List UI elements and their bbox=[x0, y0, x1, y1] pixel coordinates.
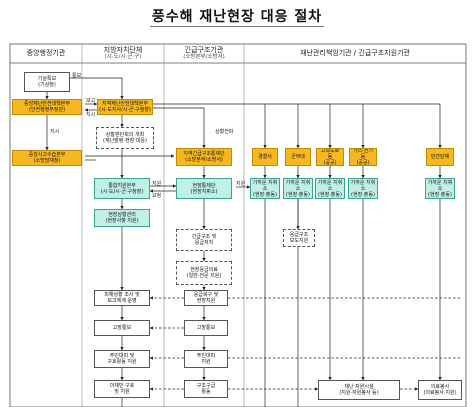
edge-label-report: 보고 bbox=[86, 98, 96, 104]
node-field-post-2: 가까운 지휘소(현장·출동) bbox=[283, 178, 313, 199]
node-military: 군부대 bbox=[285, 148, 311, 166]
edge-label-situation: 상황전파 bbox=[215, 129, 234, 135]
lane-sub: (시·도/시·군·구) bbox=[104, 53, 142, 60]
title-underline bbox=[150, 26, 324, 27]
edge-label-support: 지원 bbox=[152, 181, 162, 187]
lane-header-disaster-agencies: 재난관리책임기관 / 긴급구조지원기관 bbox=[244, 45, 466, 62]
lane-name: 지방자치단체 bbox=[103, 45, 143, 54]
edge-label-notify: 통보 bbox=[72, 73, 82, 79]
edge-label-instruct: 지시 bbox=[86, 112, 96, 118]
node-medical-volunteer: 의료봉사(의료봉사·지원) bbox=[418, 380, 462, 400]
node-field-post-4: 가까운 지휘소(현장·출동) bbox=[348, 178, 378, 199]
lane-header-central-agency: 중앙행정기관 bbox=[10, 45, 82, 62]
edge-label-request: 요청 bbox=[152, 193, 162, 199]
node-central-headquarters: 중앙재난안전대책본부(안전행정부장관) bbox=[12, 99, 82, 115]
node-field-situation-mgmt: 현장상황관리(현장사항 지원) bbox=[94, 209, 150, 227]
node-failure-report-2: 고장통보 bbox=[184, 320, 228, 336]
node-failure-report: 고장통보 bbox=[94, 320, 150, 336]
node-field-control-team: 현장통제단(현장지휘소) bbox=[176, 178, 232, 199]
node-central-accident-hq: 중앙사고수습본부(소방방재청) bbox=[12, 150, 82, 166]
edge-label-support-2: 지원 bbox=[236, 181, 246, 187]
node-regional-rescue-control: 지역긴급구조통제단(소방본부/소방서) bbox=[176, 148, 232, 166]
node-gas-electric: 가스·전기 등(공공) bbox=[349, 148, 377, 166]
lane-sub: (소방본부/소방서) bbox=[183, 53, 225, 60]
lane-header-emergency-rescue: 긴급구조기관 (소방본부/소방서) bbox=[164, 45, 244, 62]
node-civil-group: 민간단체 bbox=[426, 148, 454, 166]
node-regional-headquarters: 지역재난안전대책본부(시·도지사/시·군·구청장) bbox=[97, 99, 153, 115]
node-police: 경찰서 bbox=[252, 148, 278, 166]
node-field-post-5: 가까운 지휘소(현장·출동) bbox=[425, 178, 455, 199]
node-highway: 고속도로 등(공공) bbox=[316, 148, 344, 166]
lane-header-local-government: 지방자치단체 (시·도/시·군·구) bbox=[82, 45, 164, 62]
node-field-medical: 현장응급의료(일반·전문 지원) bbox=[176, 261, 232, 285]
lane-frame bbox=[9, 43, 467, 407]
node-disaster-resources: 재난 자원시설(지원·자원봉사 등) bbox=[318, 380, 400, 400]
page-title: 풍수해 재난현장 대응 절차 bbox=[151, 9, 323, 25]
lane-name: 긴급구조기관 bbox=[184, 45, 224, 54]
edge-label-instruct-2: 지시 bbox=[50, 129, 60, 135]
node-field-post-1: 가까운 지휘소(현장·출동) bbox=[250, 178, 280, 199]
lane-name: 중앙행정기관 bbox=[26, 49, 66, 57]
node-field-post-3: 가까운 지휘소(현장·출동) bbox=[315, 178, 345, 199]
node-weather-warning: 기상특보(기상청) bbox=[24, 72, 70, 92]
node-integrated-support-hq: 통합지원본부(시·도/시·군·구청장) bbox=[94, 178, 150, 199]
node-situation-meeting: 상황판단회의 개최(재난발령·현장 대응) bbox=[96, 127, 154, 149]
lane-name: 재난관리책임기관 / 긴급구조지원기관 bbox=[300, 49, 410, 57]
